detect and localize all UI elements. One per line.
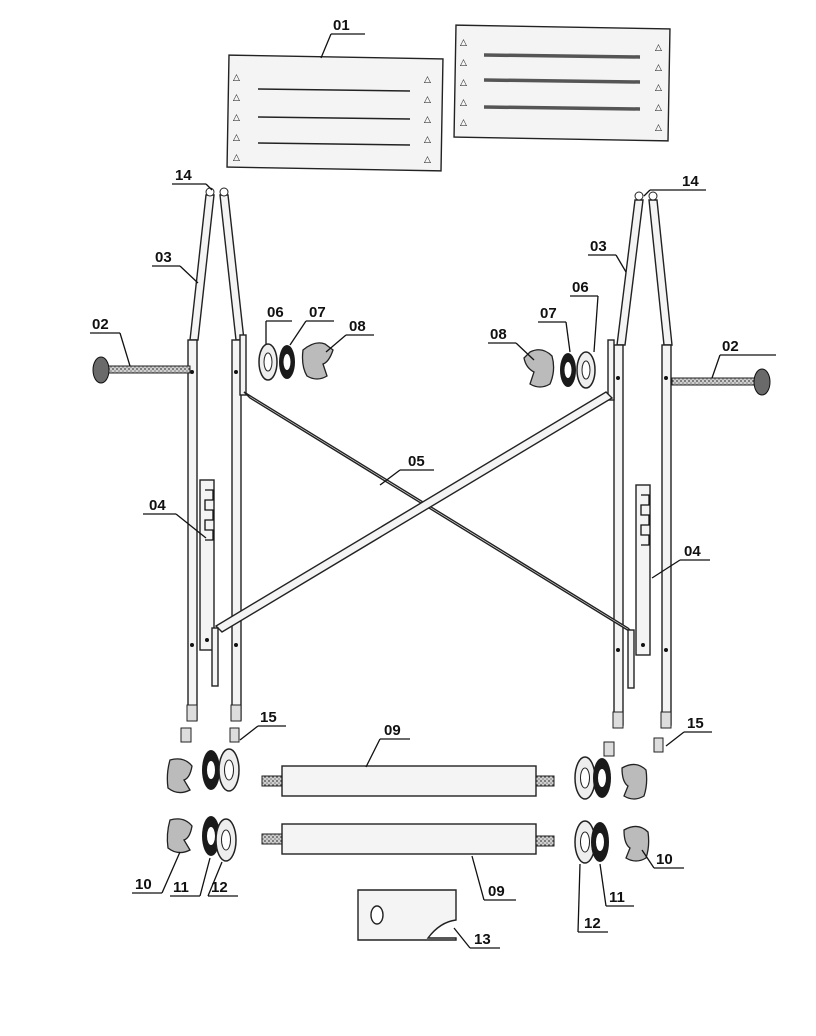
callout-10-left: 10 [132,851,181,894]
svg-text:△: △ [655,43,662,53]
label-15-right: 15 [687,715,704,732]
svg-text:△: △ [655,123,662,133]
label-09-bottom: 09 [488,883,505,900]
cross-bars [211,391,635,689]
roller-bottom [261,823,555,855]
callout-08-left: 08 [325,318,374,353]
callout-07-right: 07 [538,305,571,353]
callout-14-left: 14 [172,167,213,191]
callout-02-left: 02 [90,316,131,367]
svg-text:△: △ [460,58,467,68]
upper-left-washers [258,342,334,381]
svg-text:△: △ [460,38,467,48]
svg-text:△: △ [460,78,467,88]
callout-04-right: 04 [651,543,710,579]
label-11-left: 11 [173,879,189,896]
label-02-right: 02 [722,338,739,355]
label-07-right: 07 [540,305,557,322]
callout-12-left: 12 [207,861,238,897]
right-notched-bracket [635,484,651,656]
svg-text:△: △ [424,75,431,85]
left-notched-bracket [199,479,215,651]
callout-13: 13 [453,927,500,949]
label-08-left: 08 [349,318,366,335]
callout-15-right: 15 [665,715,712,747]
svg-text:△: △ [233,93,240,103]
label-12-left: 12 [211,879,228,896]
lower-left-hardware [166,727,240,862]
svg-text:△: △ [655,103,662,113]
svg-text:△: △ [655,83,662,93]
label-11-right: 11 [609,889,625,906]
callout-08-right: 08 [488,326,535,361]
rack-panel-right: △ △ △ △ △ △ △ △ △ △ [453,24,671,142]
label-03-right: 03 [590,238,607,255]
label-08-right: 08 [490,326,507,343]
label-04-right: 04 [684,543,701,560]
lower-right-hardware [574,737,664,864]
label-01: 01 [333,17,350,34]
callout-11-left: 11 [170,857,211,897]
svg-text:△: △ [424,155,431,165]
callout-06-left: 06 [265,304,292,344]
callout-10-right: 10 [641,849,684,869]
callout-12-right: 12 [577,863,608,933]
label-13: 13 [474,931,491,948]
callout-07-left: 07 [289,304,334,346]
callout-01: 01 [320,17,365,59]
callout-09-top: 09 [365,722,410,768]
key-plate [357,889,457,941]
upper-right-washers [523,349,596,389]
callout-03-left: 03 [152,249,199,284]
svg-text:△: △ [460,118,467,128]
callout-09-bottom: 09 [471,855,516,901]
label-10-right: 10 [656,851,673,868]
svg-text:△: △ [424,135,431,145]
label-14-left: 14 [175,167,192,184]
label-15-left: 15 [260,709,277,726]
svg-text:△: △ [424,115,431,125]
callout-04-left: 04 [143,497,207,539]
label-04-left: 04 [149,497,166,514]
rack-panel-left: △ △ △ △ △ △ △ △ △ △ [226,54,444,172]
svg-text:△: △ [233,113,240,123]
left-knob-screw [92,356,191,384]
callout-14-right: 14 [643,173,706,197]
svg-text:△: △ [655,63,662,73]
right-knob-screw [671,368,771,396]
callout-06-right: 06 [570,279,599,353]
label-05: 05 [408,453,425,470]
callout-03-right: 03 [588,238,627,273]
right-frame [607,191,673,729]
label-09-top: 09 [384,722,401,739]
label-02-left: 02 [92,316,109,333]
svg-text:△: △ [460,98,467,108]
svg-text:△: △ [233,133,240,143]
label-06-right: 06 [572,279,589,296]
label-14-right: 14 [682,173,699,190]
label-10-left: 10 [135,876,152,893]
svg-text:△: △ [233,153,240,163]
callout-11-right: 11 [599,863,634,907]
left-frame [186,187,247,722]
roller-top [261,765,555,797]
callout-05: 05 [379,453,434,486]
svg-text:△: △ [233,73,240,83]
callout-02-right: 02 [711,338,776,379]
label-06-left: 06 [267,304,284,321]
label-12-right: 12 [584,915,601,932]
callout-15-left: 15 [239,709,286,741]
svg-text:△: △ [424,95,431,105]
label-07-left: 07 [309,304,326,321]
label-03-left: 03 [155,249,172,266]
